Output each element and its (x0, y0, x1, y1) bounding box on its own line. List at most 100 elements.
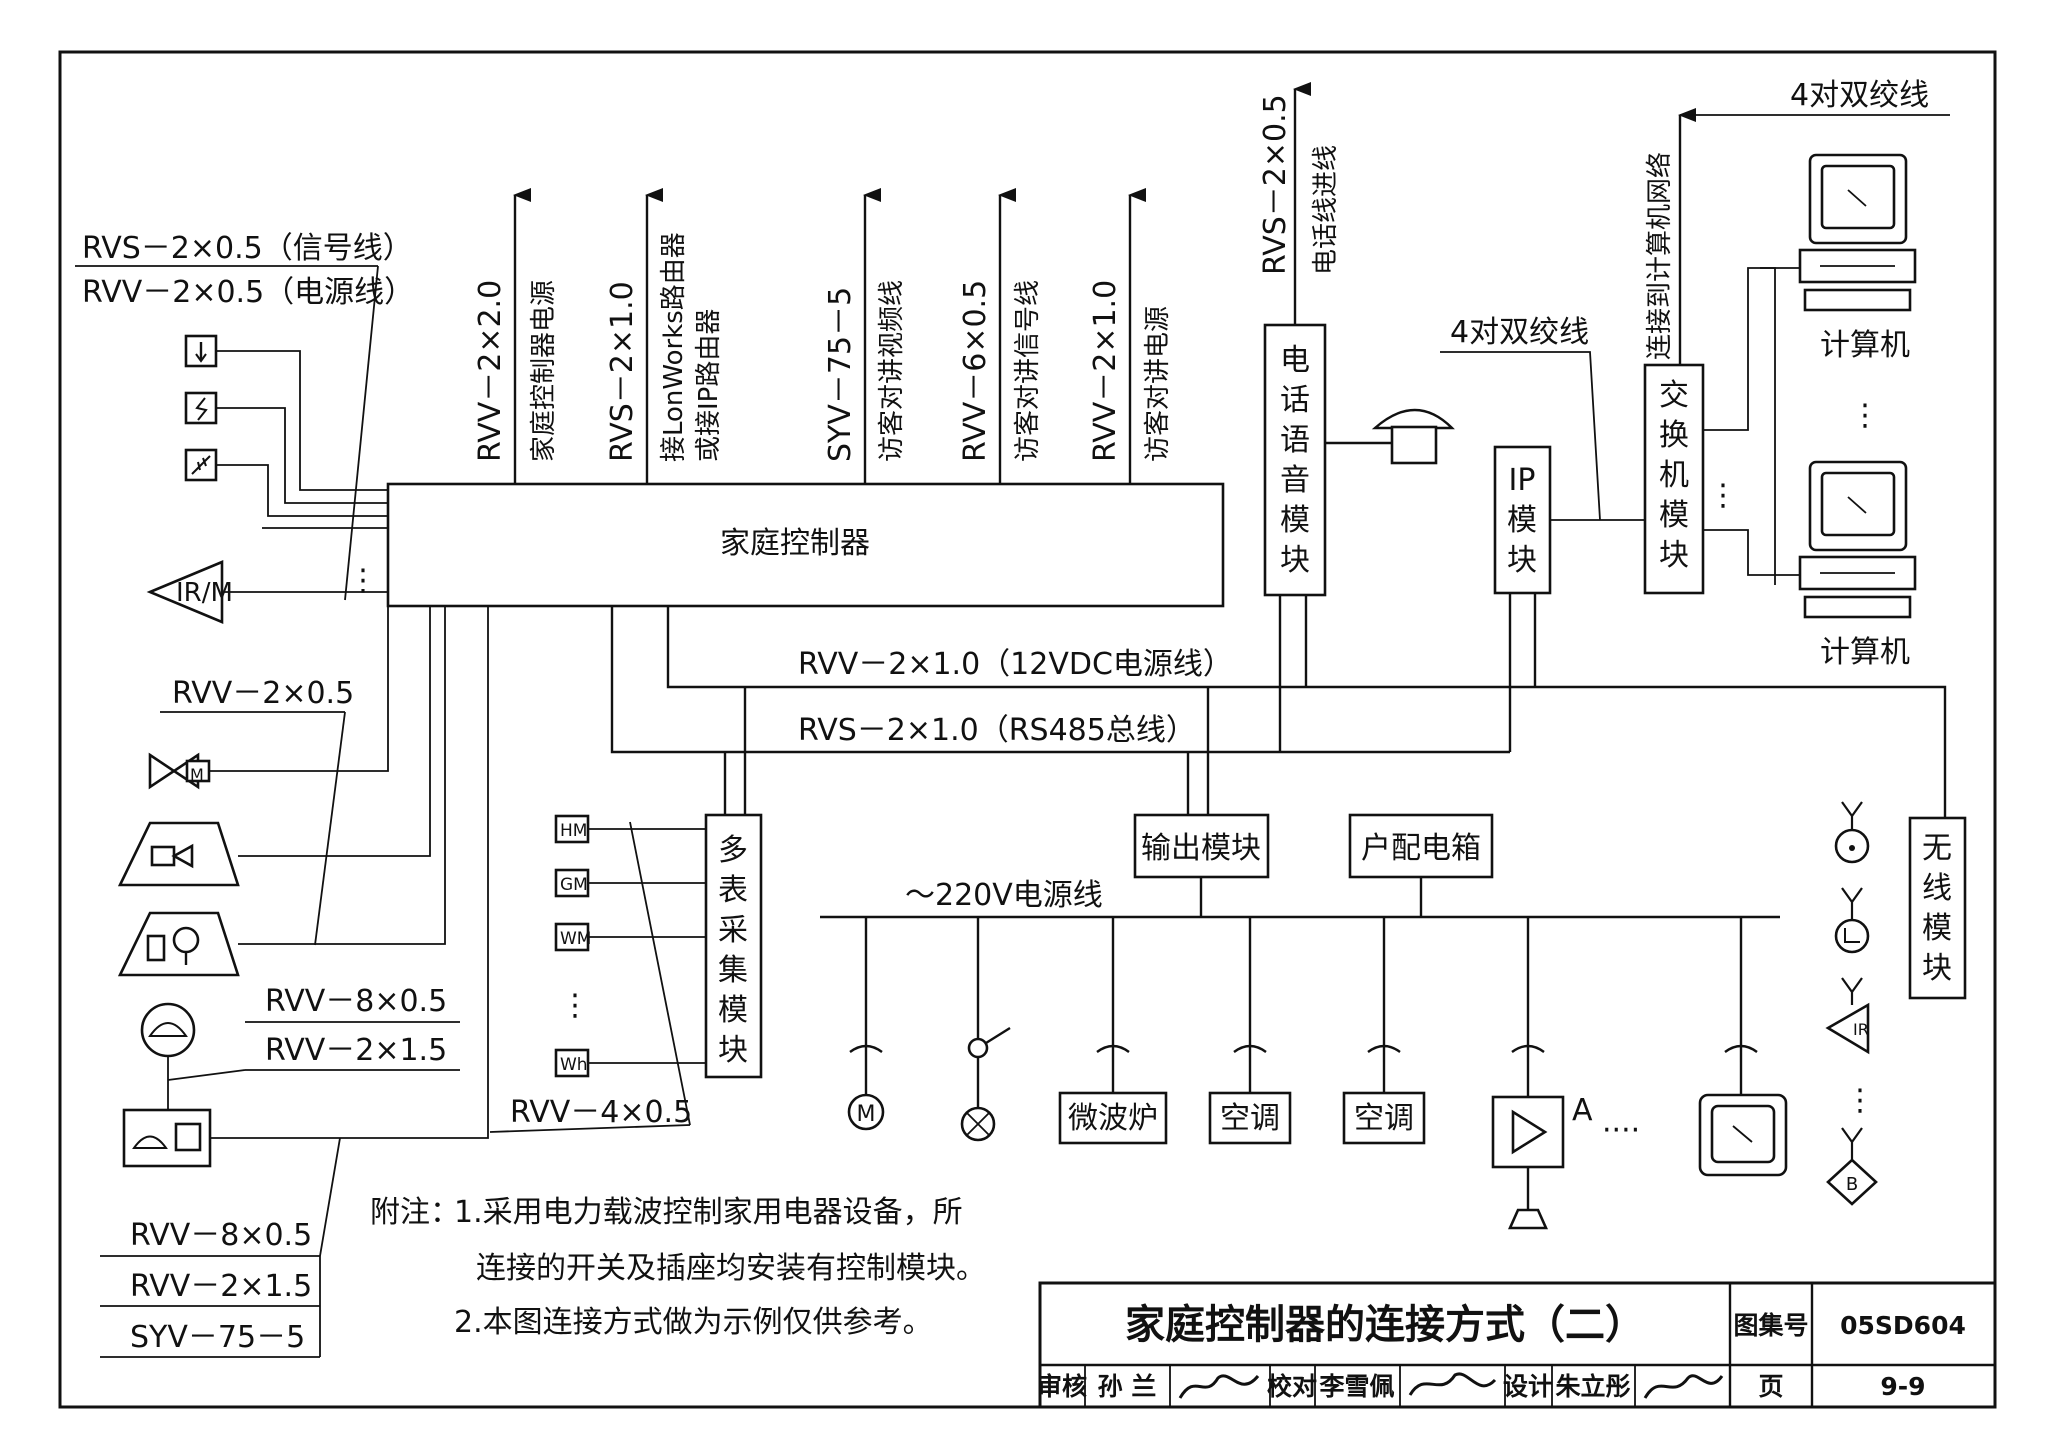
intercom-phone-icon (140, 1002, 196, 1058)
ac-1-box: 空调 (1208, 1062, 1292, 1145)
twisted-pair-top-label: 4对双绞线 (1790, 78, 1929, 113)
wireless-char-1: 无 (1922, 831, 1952, 866)
meter-wh: Wh (560, 1055, 588, 1075)
switch-module: 交 换 机 模 块 (1643, 363, 1705, 595)
phone-module-char-2: 话 (1280, 383, 1310, 418)
checker-name: 李雪佩 (1319, 1372, 1394, 1401)
bottom-cable-rvv-8x05: RVV－8×0.5 (130, 1218, 312, 1253)
wireless-devices: IR ⋮ B (1825, 801, 1878, 1206)
left-cable-rvv-2x15: RVV－2×1.5 (265, 1033, 447, 1068)
distribution-box-label: 户配电箱 (1361, 831, 1481, 866)
appliance-dots: ···· (1602, 1113, 1640, 1148)
wireless-ir-label: IR (1853, 1020, 1869, 1039)
switch-module-char-1: 交 (1659, 378, 1689, 413)
wireless-char-3: 模 (1922, 911, 1952, 946)
gas-detector-icon (184, 448, 218, 482)
checker-signature (1408, 1372, 1497, 1396)
home-controller: 家庭控制器 (386, 482, 1225, 608)
wireless-temperature-icon (1834, 887, 1870, 954)
wireless-module: 无 线 模 块 (1908, 816, 1967, 1000)
ip-module-char-1: IP (1509, 463, 1536, 498)
top-cable-2-purpose2: 或接IP路由器 (694, 309, 724, 462)
wireless-dots: ⋮ (1845, 1083, 1875, 1118)
top-cable-5-purpose: 访客对讲电源 (1143, 306, 1173, 462)
multi-meter-char-3: 采 (718, 913, 748, 948)
page-label: 页 (1758, 1372, 1783, 1401)
title-block: 家庭控制器的连接方式（二） 图集号 05SD604 审核 孙 兰 校对 李雪佩 … (1037, 1281, 1997, 1409)
left-cable-rvv-8x05: RVV－8×0.5 (265, 984, 447, 1019)
to-network-label: 连接到计算机网络 (1645, 152, 1675, 360)
amplifier-a-label: A (1572, 1093, 1593, 1128)
camera-icon (117, 821, 240, 887)
bus-12vdc-label: RVV－2×1.0（12VDC电源线） (798, 647, 1233, 682)
atlas-number: 05SD604 (1840, 1311, 1966, 1340)
mains-label: ～220V电源线 (905, 878, 1103, 913)
designer-name: 朱立彤 (1555, 1372, 1630, 1401)
multi-meter-char-5: 模 (718, 993, 748, 1028)
meters: HM GM WM ⋮ Wh RVV－4×0.5 (489, 814, 706, 1133)
motor-label: M (857, 1102, 876, 1127)
ac-2-label: 空调 (1354, 1101, 1414, 1136)
top-cable-4-spec: RVV－6×0.5 (958, 280, 993, 462)
notes-prefix: 附注： (370, 1195, 460, 1230)
ir-motion-label: IR/M (176, 578, 233, 608)
computer-1-icon (1798, 153, 1917, 312)
switch-module-char-2: 换 (1659, 418, 1689, 453)
wireless-button-icon: B (1826, 1127, 1878, 1206)
top-cable-1-purpose: 家庭控制器电源 (529, 280, 559, 462)
switch-dots: ⋮ (1708, 478, 1738, 513)
review-label: 审核 (1037, 1372, 1087, 1401)
computer-1-label: 计算机 (1820, 328, 1910, 363)
amplifier-icon: A ···· (1491, 1062, 1640, 1230)
telephone-icon (1325, 408, 1455, 465)
doorbell-camera-icon (117, 911, 240, 977)
top-cable-5-spec: RVV－2×1.0 (1088, 280, 1123, 462)
meter-hm: HM (560, 821, 587, 841)
designer-signature (1643, 1374, 1724, 1399)
motor-icon: M (847, 1062, 885, 1131)
ac-2-box: 空调 (1342, 1062, 1426, 1145)
phone-module-char-4: 音 (1280, 463, 1310, 498)
meter-gm: GM (560, 875, 588, 895)
phone-voice-module: 电 话 语 音 模 块 (1263, 323, 1327, 597)
meter-wm: WM (560, 929, 591, 949)
bus-lines: RVV－2×1.0（12VDC电源线） RVS－2×1.0（RS485总线） (610, 593, 1947, 818)
microwave-box: 微波炉 (1058, 1062, 1168, 1145)
top-cable-3-spec: SYV－75－5 (823, 287, 858, 462)
twisted-pair-mid-label: 4对双绞线 (1450, 315, 1589, 350)
lamp-switch-icon (960, 1026, 1011, 1142)
indoor-intercom-unit-icon (122, 1108, 212, 1168)
multi-meter-module: 多 表 采 集 模 块 (704, 813, 763, 1079)
left-sensor-area: RVS－2×0.5（信号线） RVV－2×0.5（电源线） ⋮ IR/M RVV… (75, 231, 489, 1358)
notes-line-2: 连接的开关及插座均安装有控制模块。 (476, 1251, 986, 1286)
multi-meter-char-6: 块 (718, 1033, 748, 1068)
left-cable-rvv-2x05: RVV－2×0.5 (172, 676, 354, 711)
notes-line-3: 2.本图连接方式做为示例仅供参考。 (454, 1305, 933, 1340)
reviewer-signature (1178, 1374, 1260, 1399)
mains-bus: ～220V电源线 (820, 878, 1780, 1048)
temperature-sensor-icon (184, 334, 218, 368)
multi-meter-char-4: 集 (718, 953, 748, 988)
smoke-detector-icon (184, 391, 218, 425)
wireless-char-2: 线 (1922, 871, 1952, 906)
meter-dots: ⋮ (560, 988, 590, 1023)
ac-1-label: 空调 (1220, 1101, 1280, 1136)
switch-module-char-3: 机 (1659, 458, 1689, 493)
wireless-b-label: B (1846, 1174, 1858, 1195)
top-cable-4-purpose: 访客对讲信号线 (1013, 280, 1043, 462)
computer-2-icon (1798, 460, 1917, 619)
wireless-char-4: 块 (1922, 951, 1952, 986)
top-cable-2-purpose: 接LonWorks路由器 (659, 232, 689, 462)
top-cable-2-spec: RVS－2×1.0 (605, 281, 640, 462)
wireless-smoke-icon (1834, 801, 1870, 864)
ip-module-char-2: 模 (1507, 503, 1537, 538)
top-cable-3-purpose: 访客对讲视频线 (877, 280, 907, 462)
tv-icon (1698, 1062, 1788, 1177)
wireless-ir-icon: IR (1825, 977, 1870, 1055)
meter-cable-label: RVV－4×0.5 (510, 1095, 692, 1130)
atlas-label: 图集号 (1733, 1311, 1808, 1340)
phone-module-char-5: 模 (1280, 503, 1310, 538)
bottom-cable-rvv-2x15: RVV－2×1.5 (130, 1269, 312, 1304)
page-number: 9-9 (1880, 1372, 1925, 1401)
